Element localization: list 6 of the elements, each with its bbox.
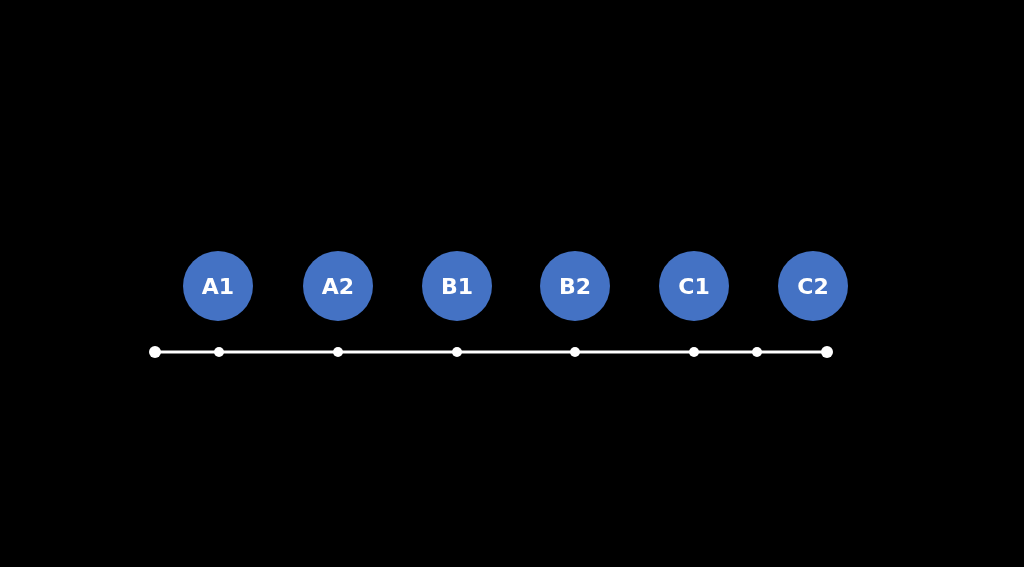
node-label: B1 bbox=[440, 273, 474, 299]
node-label: C1 bbox=[678, 273, 710, 299]
node-label: A2 bbox=[321, 273, 355, 299]
node-label: C2 bbox=[797, 273, 829, 299]
node-label: A1 bbox=[201, 273, 235, 299]
node-label: B2 bbox=[558, 273, 592, 299]
